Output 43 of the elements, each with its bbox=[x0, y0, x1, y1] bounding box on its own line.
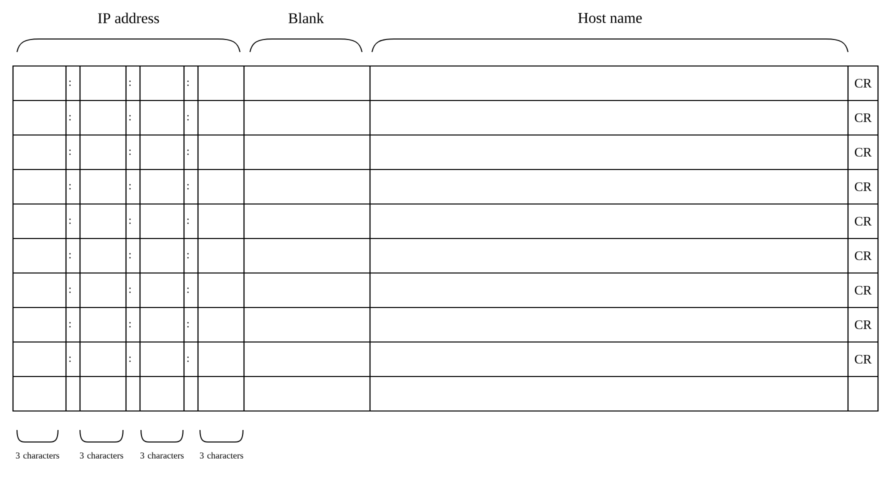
separator-text: : bbox=[187, 322, 189, 328]
column-heading: Blank bbox=[288, 12, 324, 24]
separator-text: : bbox=[69, 322, 71, 328]
separator-text: : bbox=[187, 218, 189, 224]
separator-text: : bbox=[129, 80, 131, 86]
separator-text: : bbox=[69, 356, 71, 362]
separator-text: : bbox=[187, 115, 189, 120]
cell-text: CR bbox=[854, 251, 872, 260]
separator-text: : bbox=[129, 218, 131, 224]
separator-text: : bbox=[69, 80, 71, 86]
cell-text: CR bbox=[854, 148, 872, 157]
cell-text: CR bbox=[854, 113, 872, 122]
separator-text: : bbox=[69, 288, 71, 293]
width-caption: 3 characters bbox=[140, 452, 184, 459]
separator-text: : bbox=[69, 150, 71, 155]
separator-text: : bbox=[69, 115, 71, 120]
cell-text: CR bbox=[854, 320, 872, 330]
cell-text: CR bbox=[854, 78, 872, 88]
separator-text: : bbox=[129, 253, 131, 258]
width-caption: 3 characters bbox=[80, 452, 124, 459]
separator-text: : bbox=[187, 253, 189, 258]
separator-text: : bbox=[187, 288, 189, 293]
column-heading: IP address bbox=[98, 12, 159, 24]
separator-text: : bbox=[69, 218, 71, 224]
separator-text: : bbox=[187, 150, 189, 155]
cell-text: CR bbox=[854, 354, 872, 364]
cell-text: CR bbox=[854, 182, 872, 192]
separator-text: : bbox=[129, 322, 131, 328]
cell-text: CR bbox=[854, 216, 872, 226]
width-caption: 3 characters bbox=[16, 452, 60, 459]
separator-text: : bbox=[129, 184, 131, 190]
cell-text: CR bbox=[854, 286, 872, 295]
separator-text: : bbox=[129, 115, 131, 120]
separator-text: : bbox=[69, 184, 71, 190]
column-heading: Host name bbox=[578, 13, 642, 23]
width-caption: 3 characters bbox=[200, 452, 244, 459]
separator-text: : bbox=[129, 150, 131, 155]
separator-text: : bbox=[129, 288, 131, 293]
separator-text: : bbox=[187, 184, 189, 190]
separator-text: : bbox=[187, 356, 189, 362]
separator-text: : bbox=[129, 356, 131, 362]
separator-text: : bbox=[187, 80, 189, 86]
separator-text: : bbox=[69, 253, 71, 258]
